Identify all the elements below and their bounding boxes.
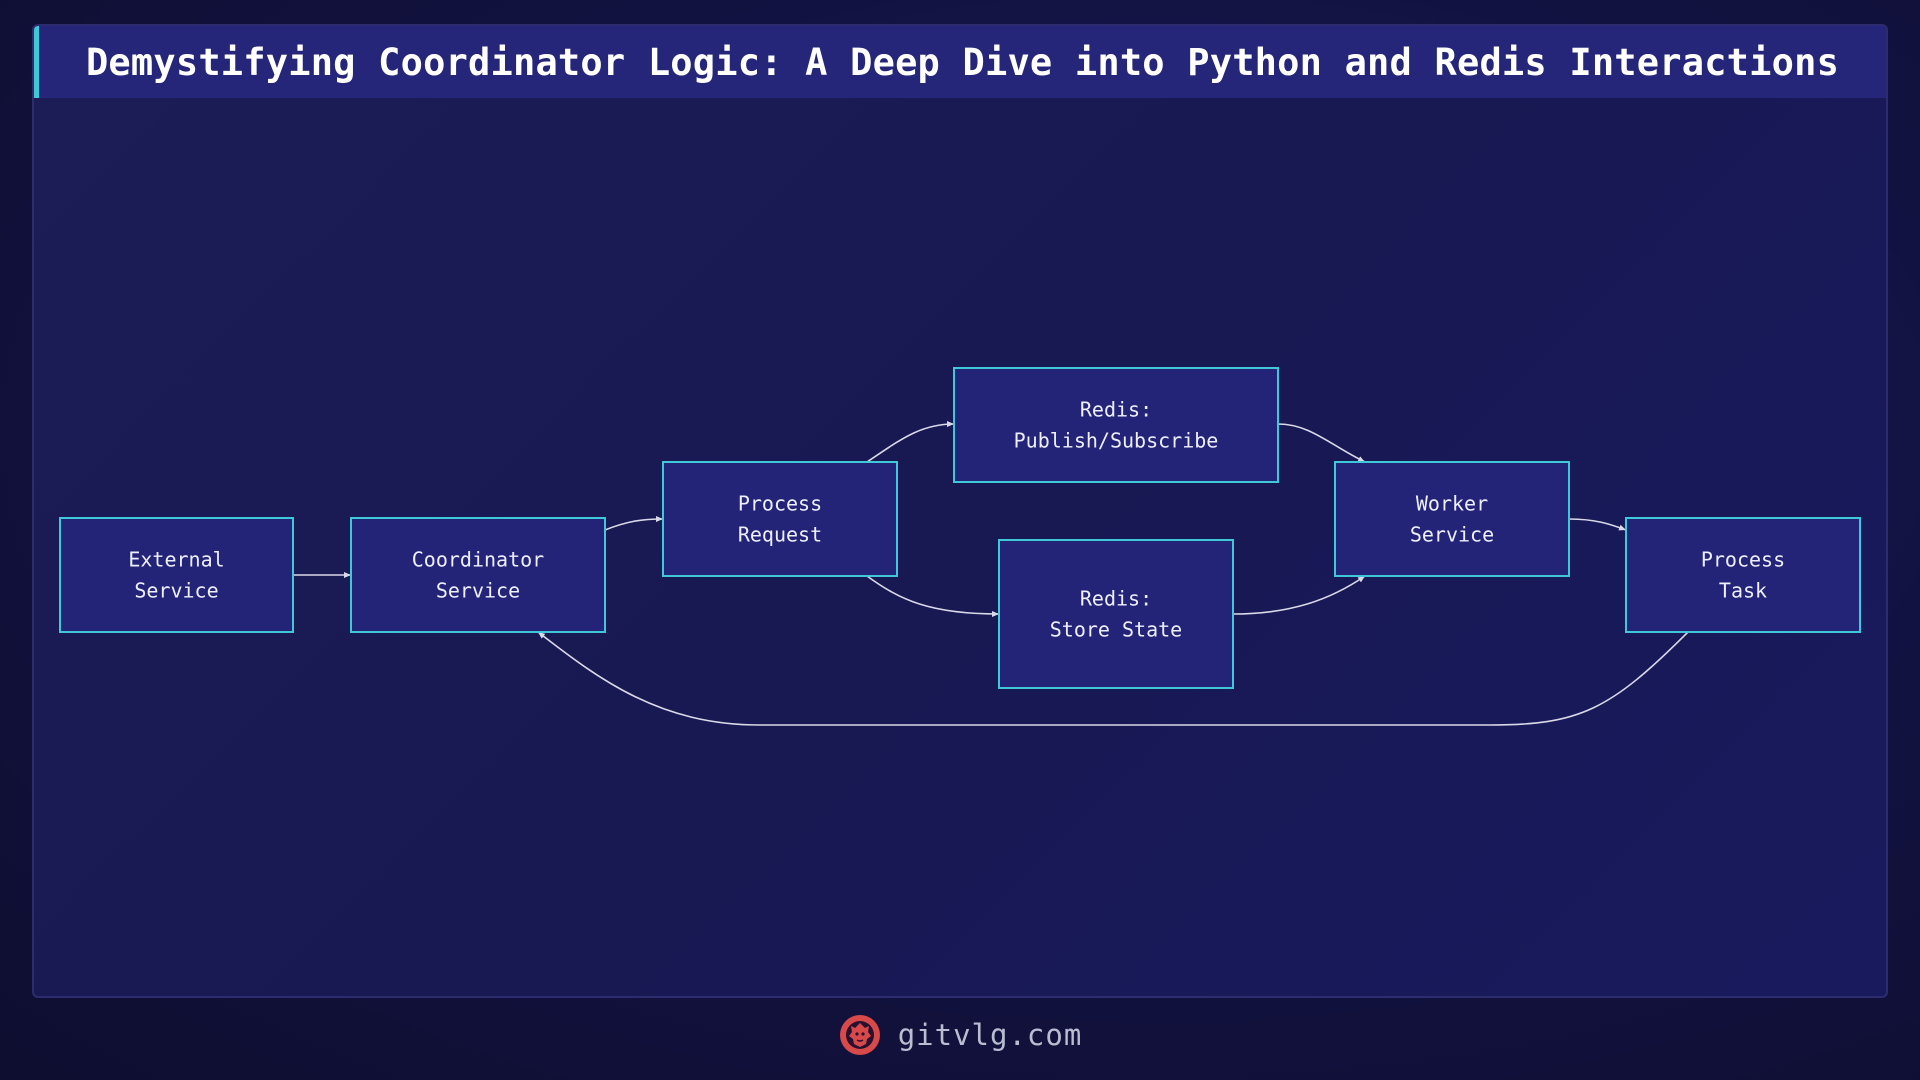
node-label-redis-pubsub-line-1: Redis: <box>1080 398 1152 422</box>
node-label-process-request-line-2: Request <box>738 523 822 547</box>
lion-logo-icon <box>839 1015 880 1055</box>
page-title: Demystifying Coordinator Logic: A Deep D… <box>85 40 1840 84</box>
node-box-process-task <box>1625 517 1861 633</box>
diagram-panel: Demystifying Coordinator Logic: A Deep D… <box>32 24 1888 998</box>
edge-process-request-to-redis-pubsub <box>866 421 955 463</box>
node-label-redis-store-line-2: Store State <box>1050 618 1182 642</box>
edge-redis-store-to-worker-service <box>1232 575 1366 615</box>
footer: gitvlg.com <box>0 1010 1920 1060</box>
node-label-process-request-line-1: Process <box>738 492 822 516</box>
node-label-worker-service-line-2: Service <box>1410 523 1494 547</box>
node-label-process-task-line-1: Process <box>1701 548 1785 572</box>
node-label-external-service-line-2: Service <box>134 579 218 603</box>
node-box-coordinator-service <box>350 517 606 633</box>
edge-coordinator-service-to-process-request <box>604 516 664 531</box>
node-label-process-task-line-2: Task <box>1719 579 1767 603</box>
node-box-redis-pubsub <box>953 367 1279 483</box>
edge-redis-pubsub-to-worker-service <box>1277 423 1366 463</box>
edge-process-request-to-redis-store <box>866 575 1000 617</box>
edges-layer <box>293 421 1689 726</box>
node-box-redis-store <box>998 539 1234 689</box>
node-label-redis-store-line-1: Redis: <box>1080 587 1152 611</box>
node-label-redis-pubsub-line-2: Publish/Subscribe <box>1014 429 1219 453</box>
node-box-worker-service <box>1334 461 1570 577</box>
node-redis-pubsub: Redis: Publish/Subscribe <box>953 367 1279 483</box>
nodes-layer: ExternalServiceCoordinatorServiceProcess… <box>59 367 1861 689</box>
node-label-coordinator-service-line-2: Service <box>436 579 520 603</box>
node-redis-store: Redis: Store State <box>998 539 1234 689</box>
node-label-worker-service-line-1: Worker <box>1416 492 1488 516</box>
title-bar: Demystifying Coordinator Logic: A Deep D… <box>34 26 1886 98</box>
node-label-external-service-line-1: External <box>128 548 224 572</box>
edge-worker-service-to-process-task <box>1568 518 1627 531</box>
node-box-process-request <box>662 461 898 577</box>
node-label-coordinator-service-line-1: Coordinator <box>412 548 544 572</box>
footer-site-link[interactable]: gitvlg.com <box>897 1018 1083 1052</box>
edge-process-task-to-coordinator-service <box>537 631 1689 726</box>
node-box-external-service <box>59 517 294 633</box>
